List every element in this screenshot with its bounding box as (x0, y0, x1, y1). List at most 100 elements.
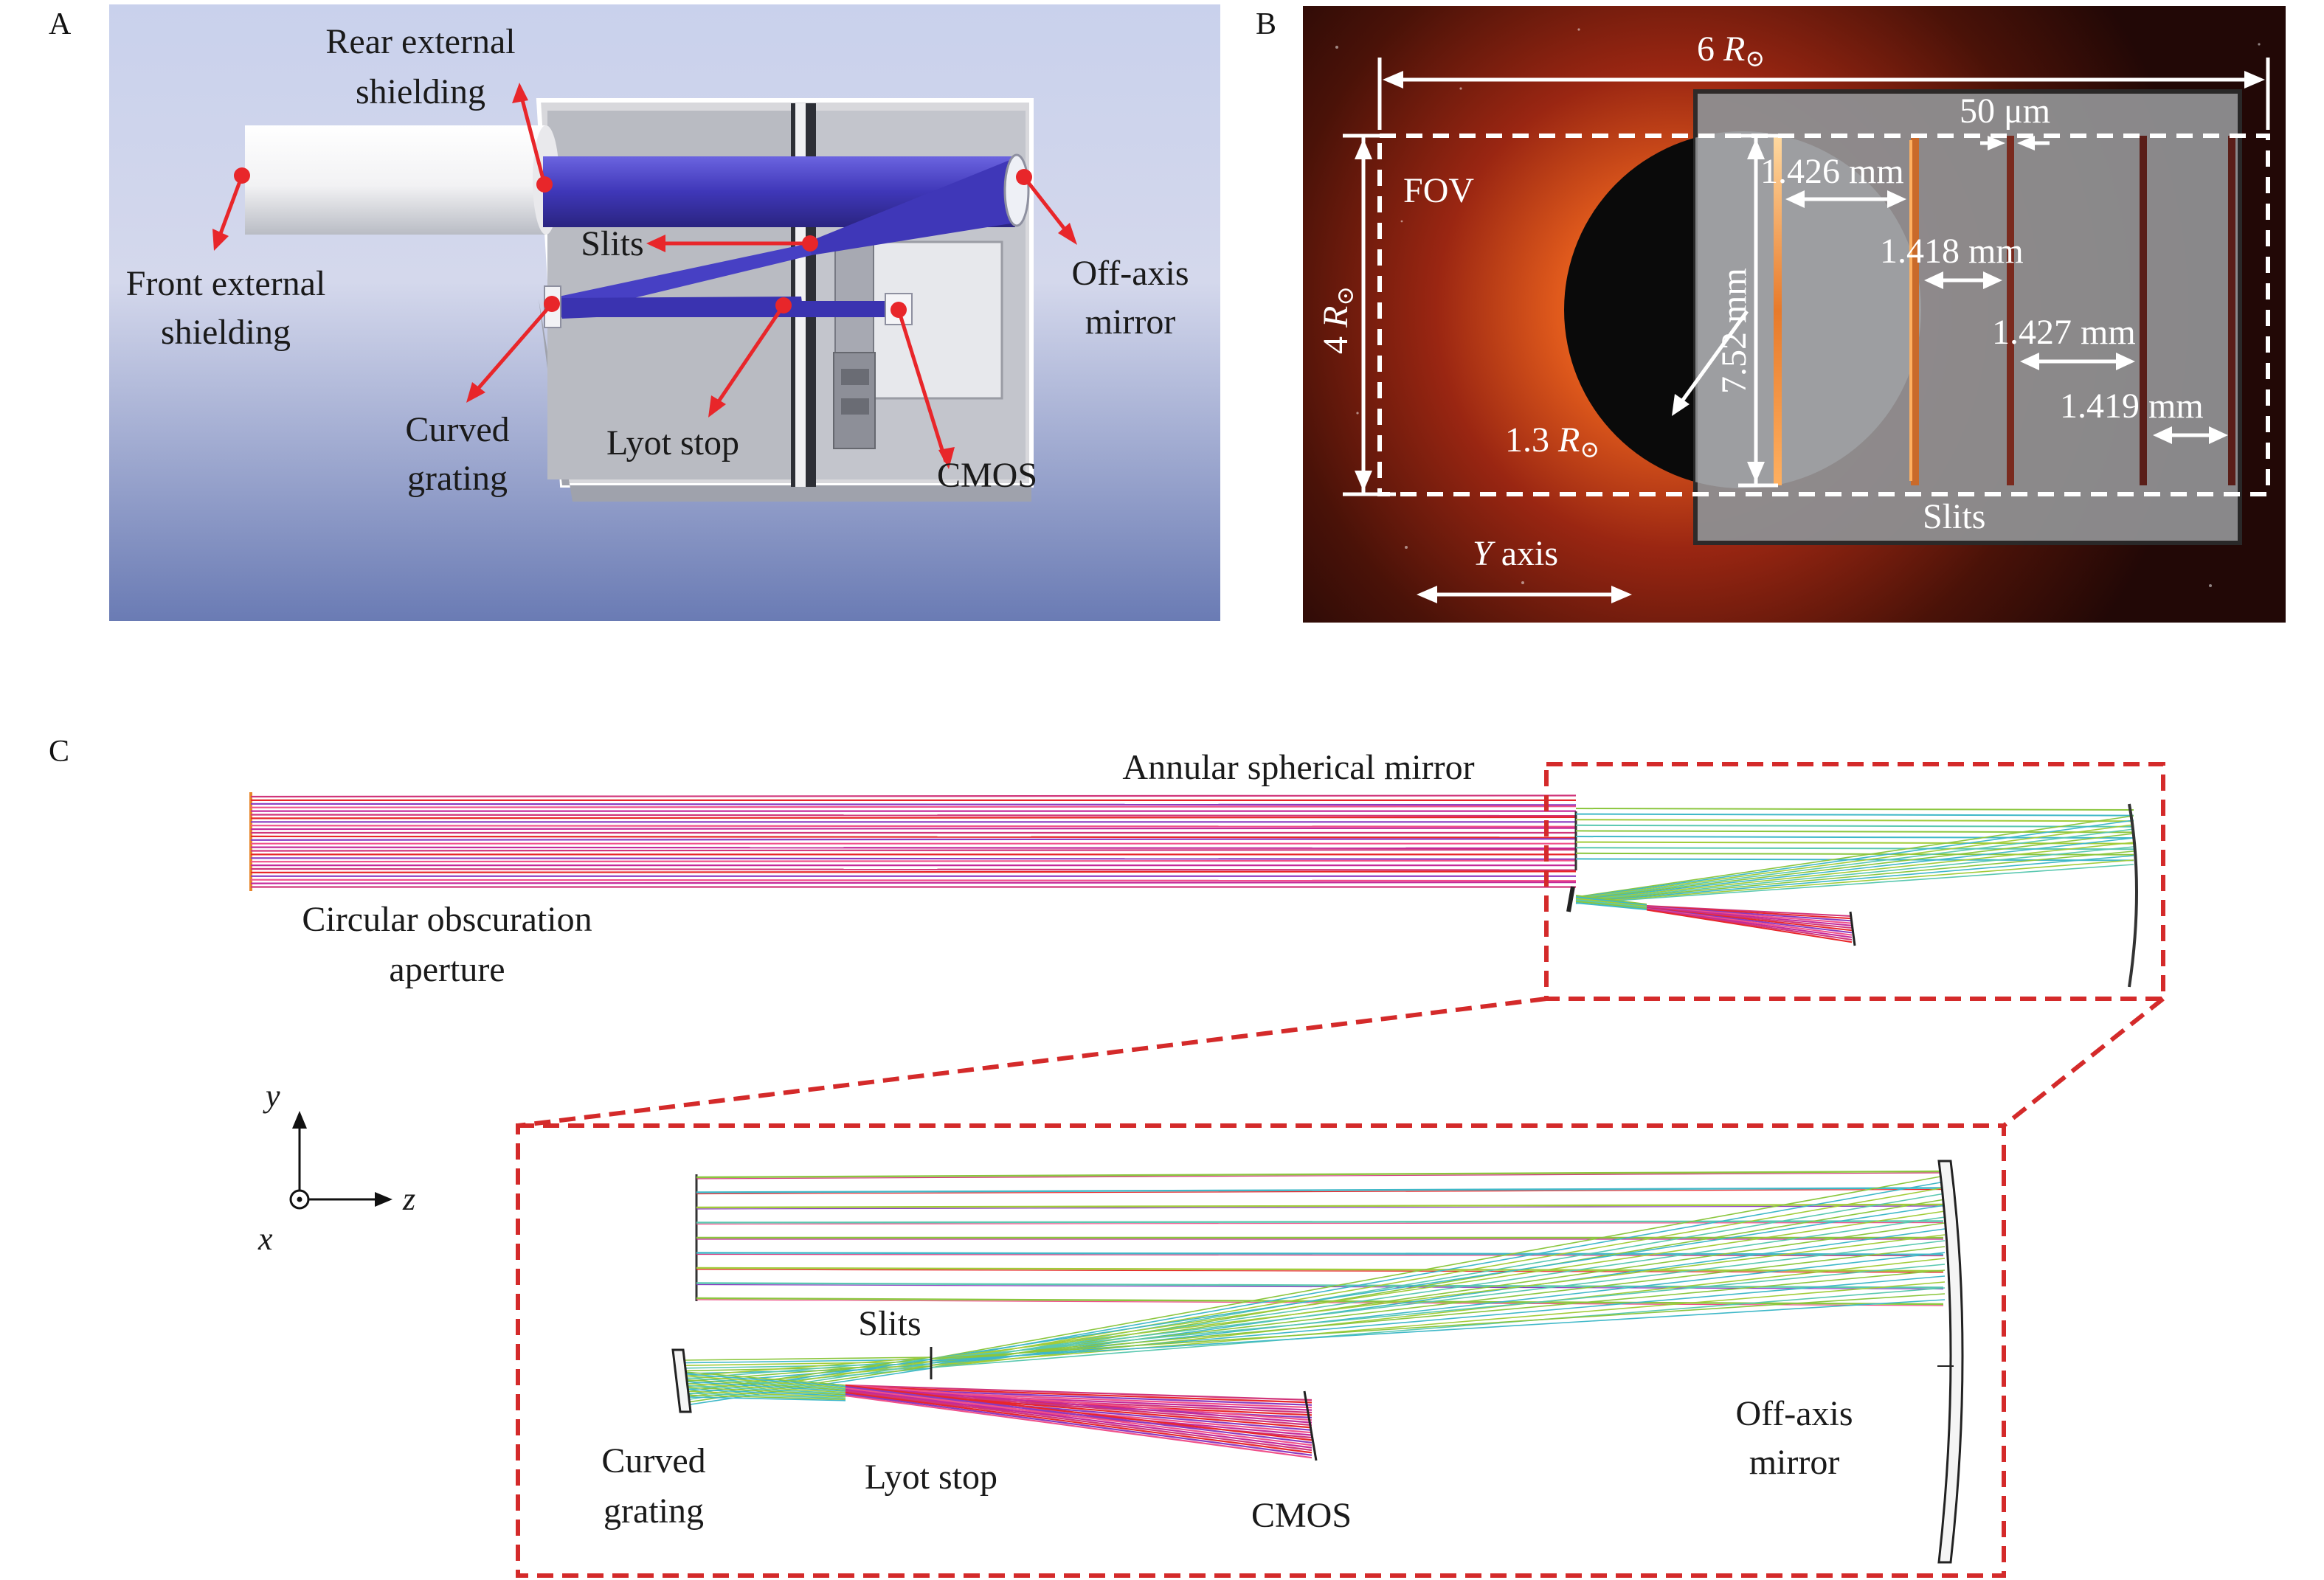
label-curved-grating-a-2: grating (407, 459, 508, 498)
label-fov: FOV (1403, 171, 1474, 210)
ray-line (250, 848, 1577, 852)
label-cmos-a: CMOS (937, 456, 1037, 495)
ray-line (930, 1246, 1946, 1364)
ray-line (845, 1384, 1313, 1441)
ray-line (250, 838, 1577, 841)
ray-line (1575, 830, 2134, 834)
label-annular-mirror: Annular spherical mirror (1122, 748, 1474, 787)
ray-line (250, 835, 1577, 839)
ray-line (696, 1297, 1944, 1306)
ray-line (1646, 909, 1853, 943)
ray-line (250, 859, 1577, 863)
dimension-arrowheads-b (1355, 71, 2265, 603)
ray-line (250, 816, 1577, 820)
front-shielding-tube (245, 125, 559, 235)
ray-line (1575, 837, 2134, 901)
label-y-axis: Y axis (1473, 534, 1558, 573)
ray-line (250, 881, 1577, 884)
ray-line (696, 1220, 1944, 1224)
off-axis-mirror-small (2128, 803, 2138, 988)
label-curved-grating-a-1: Curved (405, 410, 509, 449)
ray-line (930, 1275, 1946, 1364)
ray-line (845, 1388, 1313, 1449)
ray-line (930, 1234, 1946, 1359)
ray-line (1575, 895, 1647, 905)
coordinate-axes: y z x (257, 1078, 415, 1257)
label-slit-width: 50 μm (1960, 91, 2050, 131)
ray-line (696, 1282, 1944, 1289)
label-lyot-stop-c: Lyot stop (865, 1458, 997, 1497)
ray-line (250, 879, 1577, 882)
ray-line (930, 1181, 1946, 1362)
system-detail (671, 1160, 1964, 1564)
slit-3 (2007, 136, 2014, 485)
axis-label-z: z (402, 1181, 415, 1217)
slit-4 (2140, 136, 2147, 485)
ray-line (696, 1172, 1944, 1179)
axis-label-y: y (263, 1078, 280, 1114)
panel-b-letter: B (1256, 7, 1276, 41)
ray-line (1575, 899, 1647, 909)
beam-to-cmos (558, 301, 912, 317)
fov-rectangle (1377, 134, 2270, 496)
panel-b-labels: 6 R⊙ 4 R⊙ FOV 50 μm 1.426 mm 1.418 mm 1.… (1316, 30, 2204, 573)
ray-line (250, 814, 1577, 817)
beam-to-slit (804, 158, 1015, 255)
label-front-shielding-1: Front external (126, 264, 326, 303)
ray-line (845, 1394, 1313, 1459)
cmos-detail (1303, 1390, 1318, 1461)
ray-line (1575, 824, 2134, 899)
ray-line (684, 1373, 846, 1387)
label-slits-b: Slits (1923, 497, 1985, 536)
ray-line (684, 1392, 846, 1399)
ray-line (1575, 842, 2134, 901)
label-aperture-1: Circular obscuration (302, 900, 592, 939)
label-off-axis-a-1: Off-axis (1071, 254, 1189, 293)
ray-line (1575, 855, 2134, 903)
label-off-axis-c-1: Off-axis (1735, 1394, 1853, 1433)
label-slit-length: 7.52 mm (1715, 268, 1754, 394)
label-slits-c: Slits (858, 1304, 921, 1343)
ray-line (1575, 819, 2134, 822)
ray-line (930, 1210, 1946, 1362)
panel-a-letter: A (49, 7, 72, 41)
label-aperture-2: aperture (389, 950, 505, 989)
label-slits-a: Slits (581, 224, 643, 263)
label-width-6r: 6 R⊙ (1697, 30, 1765, 72)
ray-line (684, 1356, 932, 1361)
ray-line (696, 1170, 1944, 1179)
ray-line (930, 1281, 1946, 1366)
ray-line (684, 1394, 846, 1400)
ray-line (684, 1371, 846, 1386)
label-off-axis-c-2: mirror (1749, 1443, 1840, 1482)
ray-line (250, 857, 1577, 860)
ray-line (1575, 820, 2134, 898)
ray-line (845, 1384, 1313, 1401)
zoom-source-box (1544, 762, 2165, 1001)
label-dist-4: 1.419 mm (2060, 387, 2204, 426)
ray-line (250, 827, 1577, 831)
label-rear-shielding-1: Rear external (325, 22, 515, 61)
ray-line (250, 794, 1577, 798)
ray-line (930, 1175, 1946, 1359)
ray-line (696, 1253, 1944, 1257)
ray-line (930, 1240, 1946, 1362)
label-off-axis-a-2: mirror (1085, 302, 1176, 342)
zoom-detail-box (516, 1123, 2006, 1578)
ray-line (684, 1385, 846, 1394)
ray-line (250, 846, 1577, 850)
ray-line (696, 1269, 1944, 1273)
ray-line (1575, 859, 2134, 904)
label-cmos-c: CMOS (1251, 1496, 1352, 1535)
ray-line (696, 1187, 1944, 1193)
label-occulter-radius: 1.3 R⊙ (1505, 420, 1600, 462)
dimension-lines-b (1343, 58, 2270, 597)
cmos-small (1849, 911, 1856, 946)
ray-line (845, 1385, 1313, 1404)
ray-line (250, 825, 1577, 828)
ray-line (684, 1356, 932, 1377)
ray-line (845, 1385, 1313, 1424)
ray-line (1575, 824, 2134, 828)
ray-line (250, 805, 1577, 808)
ray-line (930, 1222, 1946, 1366)
